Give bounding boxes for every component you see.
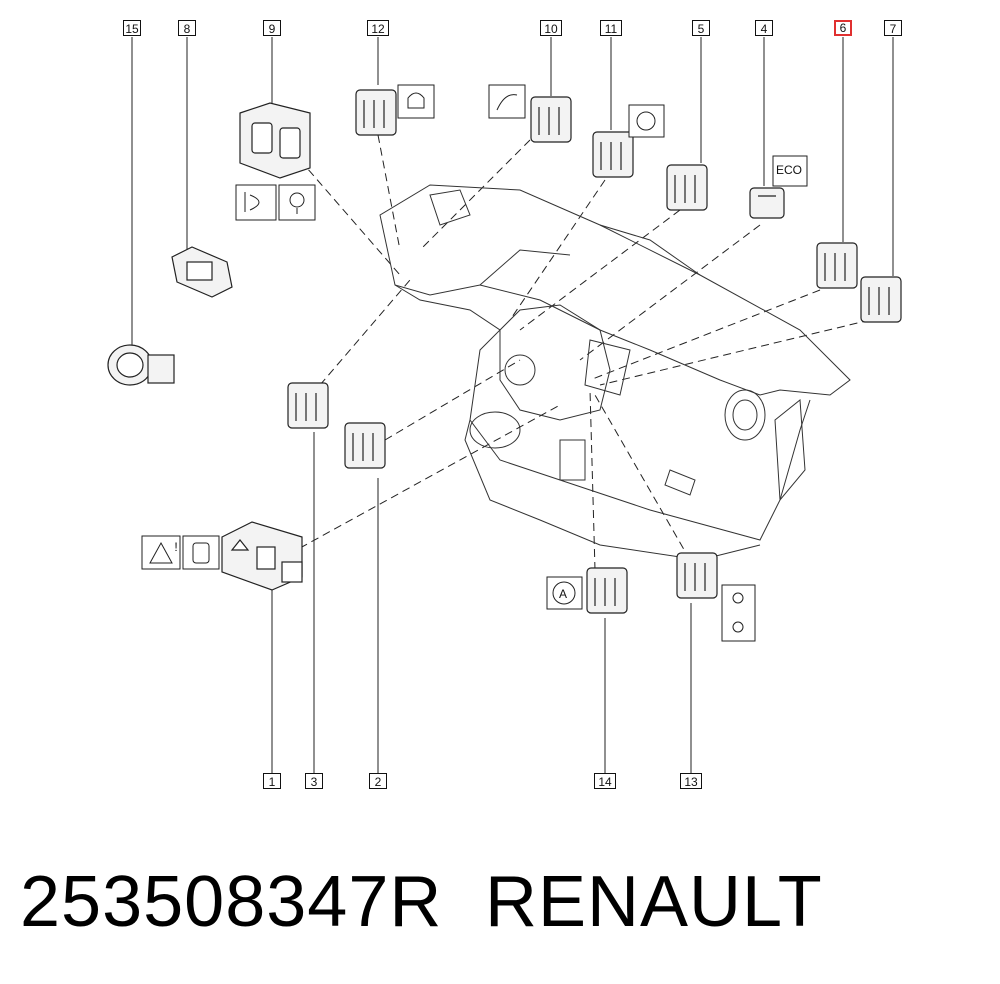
callout-4: 4 xyxy=(755,20,773,36)
callout-3: 3 xyxy=(305,773,323,789)
dashboard-outline xyxy=(379,184,851,561)
callout-11: 11 xyxy=(600,20,622,36)
eco-label: ECO xyxy=(776,163,803,177)
callout-7: 7 xyxy=(884,20,902,36)
callout-15: 15 xyxy=(123,20,141,36)
curve-road-icon xyxy=(488,84,526,119)
stop-start-icon xyxy=(628,104,665,138)
callout-6-highlighted: 6 xyxy=(834,20,852,36)
hazard-mark: ! xyxy=(174,540,177,554)
callout-12: 12 xyxy=(367,20,389,36)
lane-assist-icon xyxy=(397,84,435,119)
parking-sensor-icon xyxy=(182,535,220,570)
callout-1: 1 xyxy=(263,773,281,789)
auto-hold-letter: A xyxy=(559,587,567,601)
auto-hold-icon xyxy=(546,576,583,610)
callout-13: 13 xyxy=(680,773,702,789)
bulb-settings-icon xyxy=(278,184,316,221)
callout-8: 8 xyxy=(178,20,196,36)
callout-9: 9 xyxy=(263,20,281,36)
hazard-icon xyxy=(141,535,181,570)
callout-2: 2 xyxy=(369,773,387,789)
callout-10: 10 xyxy=(540,20,562,36)
switch-modules xyxy=(107,89,902,614)
callout-5: 5 xyxy=(692,20,710,36)
headlight-level-icon xyxy=(235,184,277,221)
callout-14: 14 xyxy=(594,773,616,789)
speed-limiter-icon xyxy=(721,584,756,642)
brand-name: RENAULT xyxy=(485,862,823,942)
part-number: 253508347R xyxy=(20,862,443,942)
